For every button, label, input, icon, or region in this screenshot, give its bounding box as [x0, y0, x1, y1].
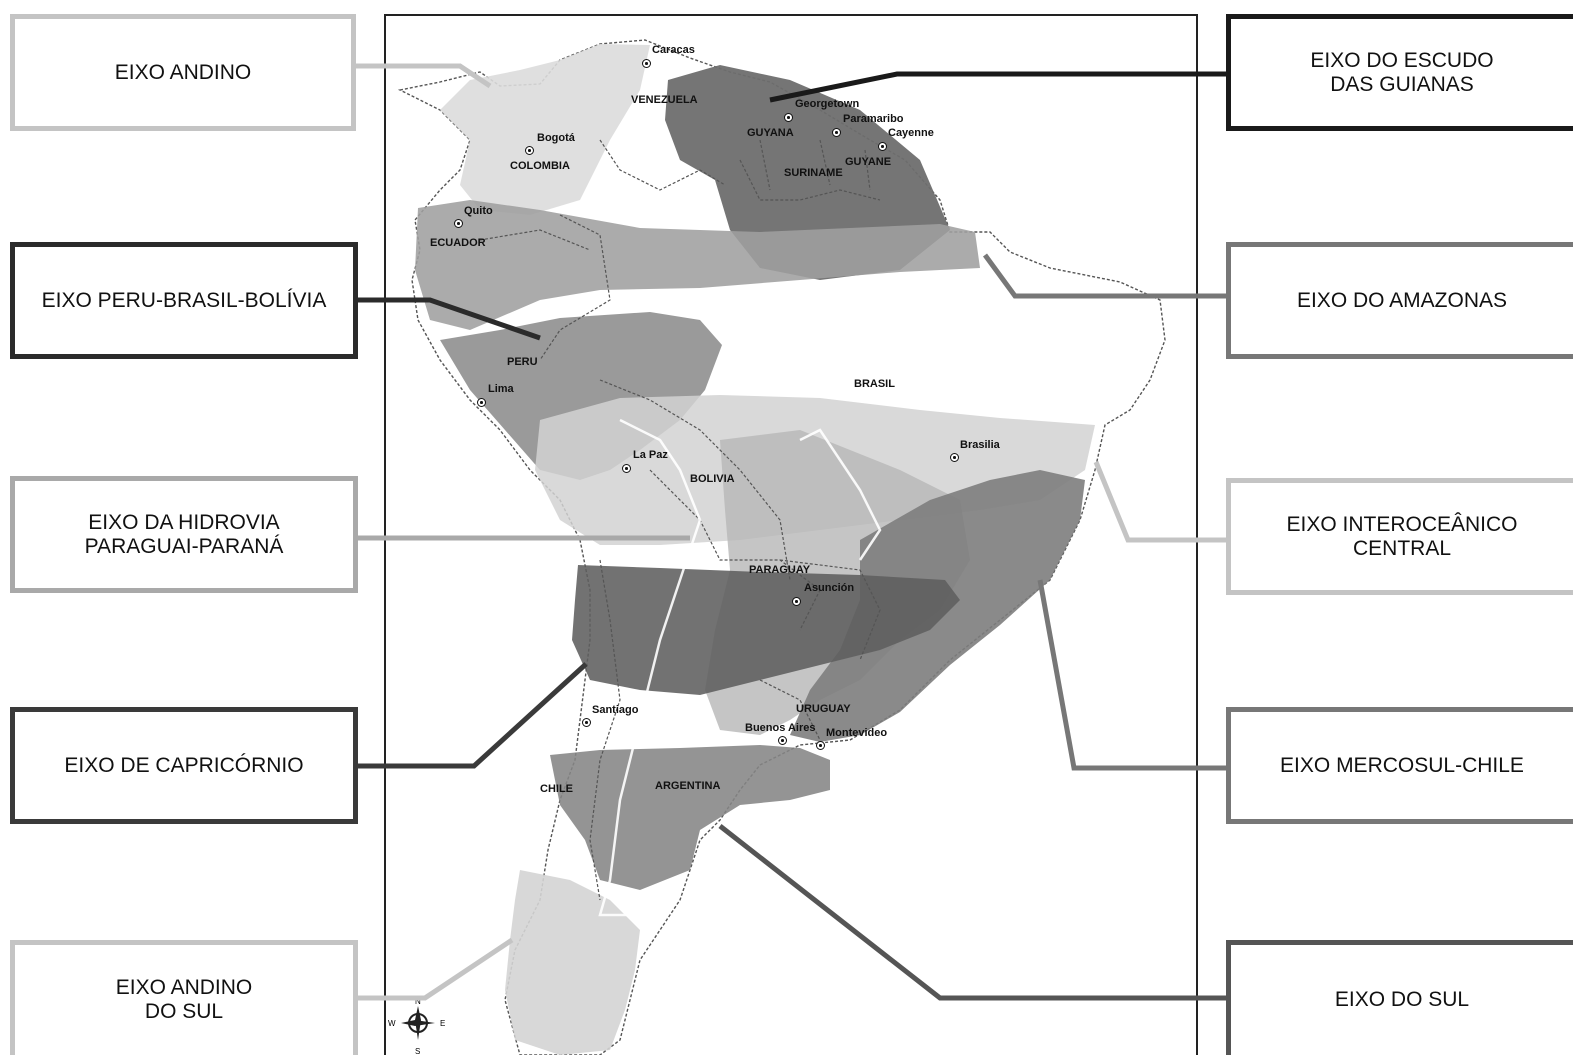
axis-box-amazonas: EIXO DO AMAZONAS [1226, 242, 1573, 359]
axis-box-capricornio: EIXO DE CAPRICÓRNIO [10, 707, 358, 824]
axis-area-capricornio [572, 565, 960, 695]
city-label-montevideo: Montevideo [826, 727, 888, 739]
leader-amazonas [982, 253, 1228, 299]
city-dot-caracas [642, 59, 651, 68]
city-dot-brasilia [950, 453, 959, 462]
leader-andino [356, 63, 492, 89]
leader-mercosul-chile [1037, 579, 1228, 771]
country-label-paraguay: PARAGUAY [749, 564, 811, 576]
axis-box-escudo-guianas: EIXO DO ESCUDO DAS GUIANAS [1226, 14, 1573, 131]
country-label-venezuela: VENEZUELA [631, 94, 698, 106]
city-label-paramaribo: Paramaribo [843, 113, 904, 125]
city-label-cayenne: Cayenne [888, 127, 934, 139]
city-dot-paramaribo [832, 128, 841, 137]
city-label-lima: Lima [488, 383, 514, 395]
city-dot-montevideo [816, 741, 825, 750]
rivers [598, 418, 882, 917]
leader-sul [718, 824, 1228, 1001]
city-label-bogota: Bogotá [537, 132, 575, 144]
country-label-guyana: GUYANA [747, 127, 794, 139]
country-label-chile: CHILE [540, 783, 573, 795]
city-dot-georgetown [784, 113, 793, 122]
axis-label-escudo-guianas: EIXO DO ESCUDO DAS GUIANAS [1310, 48, 1494, 96]
country-label-uruguay: URUGUAY [796, 703, 851, 715]
axis-box-andino-sul: EIXO ANDINO DO SUL [10, 940, 358, 1055]
axis-box-interoceanico: EIXO INTEROCEÂNICO CENTRAL [1226, 478, 1573, 595]
country-label-ecuador: ECUADOR [430, 237, 486, 249]
axis-label-hidrovia: EIXO DA HIDROVIA PARAGUAI-PARANÁ [84, 510, 284, 558]
axis-label-peru-brasil-bolivia: EIXO PERU-BRASIL-BOLÍVIA [41, 288, 327, 312]
axis-label-mercosul-chile: EIXO MERCOSUL-CHILE [1280, 753, 1524, 777]
city-label-la-paz: La Paz [633, 449, 668, 461]
country-borders [479, 139, 881, 901]
compass-w: W [388, 1019, 396, 1028]
axis-box-peru-brasil-bolivia: EIXO PERU-BRASIL-BOLÍVIA [10, 242, 358, 359]
axis-label-andino-sul: EIXO ANDINO DO SUL [115, 976, 253, 1023]
leader-interoceanico [1093, 461, 1228, 543]
city-label-quito: Quito [464, 205, 493, 217]
city-dot-santiago [582, 718, 591, 727]
axis-label-interoceanico: EIXO INTEROCEÂNICO CENTRAL [1286, 512, 1518, 560]
axis-box-mercosul-chile: EIXO MERCOSUL-CHILE [1226, 707, 1573, 824]
compass-s: S [415, 1047, 420, 1055]
country-label-argentina: ARGENTINA [655, 780, 721, 792]
leader-peru-brasil-bolivia [356, 297, 541, 341]
country-label-bolivia: BOLIVIA [690, 473, 735, 485]
leader-escudo-guianas [769, 71, 1228, 103]
city-dot-asuncion [792, 597, 801, 606]
city-label-buenos-aires: Buenos Aires [745, 722, 816, 734]
leader-andino-sul [356, 937, 514, 1001]
city-dot-la-paz [622, 464, 631, 473]
country-label-colombia: COLOMBIA [510, 160, 570, 172]
axis-box-andino: EIXO ANDINO [10, 14, 356, 131]
city-label-georgetown: Georgetown [795, 98, 860, 110]
axis-label-amazonas: EIXO DO AMAZONAS [1296, 288, 1508, 312]
axis-label-andino: EIXO ANDINO [114, 60, 252, 84]
city-label-brasilia: Brasilia [960, 439, 1000, 451]
city-dot-buenos-aires [778, 736, 787, 745]
leader-capricornio [356, 662, 588, 769]
compass-n: N [415, 997, 421, 1006]
leader-lines [356, 63, 1228, 1001]
compass-icon: N S E W [388, 997, 445, 1055]
city-label-asuncion: Asunción [804, 582, 855, 594]
country-label-brasil: BRASIL [854, 378, 895, 390]
axis-label-sul: EIXO DO SUL [1334, 988, 1470, 1012]
city-label-santiago: Santiago [592, 704, 639, 716]
city-dot-quito [454, 219, 463, 228]
axis-area-escudo-guianas [665, 65, 950, 280]
axis-box-sul: EIXO DO SUL [1226, 940, 1573, 1055]
city-dot-lima [477, 398, 486, 407]
city-dot-cayenne [878, 142, 887, 151]
city-label-caracas: Caracas [652, 44, 695, 56]
country-label-peru: PERU [507, 356, 538, 368]
axis-area-andino [440, 44, 650, 215]
axis-area-amazonas [415, 200, 980, 330]
country-label-suriname: SURINAME [784, 167, 843, 179]
axis-label-capricornio: EIXO DE CAPRICÓRNIO [64, 753, 304, 777]
city-dot-bogota [525, 146, 534, 155]
compass-e: E [440, 1019, 445, 1028]
country-label-guyane: GUYANE [845, 156, 892, 168]
axis-box-hidrovia: EIXO DA HIDROVIA PARAGUAI-PARANÁ [10, 476, 358, 593]
axis-area-sul [550, 745, 830, 890]
